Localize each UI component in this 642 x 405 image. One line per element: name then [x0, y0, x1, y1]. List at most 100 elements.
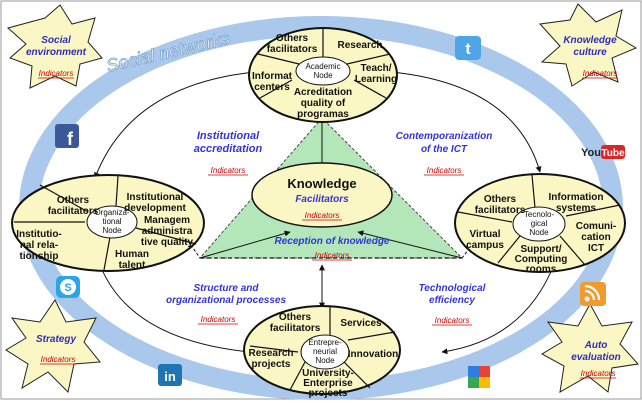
- twitter-glyph: t: [465, 41, 471, 58]
- node-sector-label: campus: [466, 240, 504, 251]
- youtube-tube: Tube: [601, 148, 625, 159]
- edge-label-line: Technological: [419, 283, 486, 294]
- node-sector-label: centers: [254, 82, 290, 93]
- corner-indicators: Indicators: [583, 69, 618, 78]
- technological-inner: [512, 206, 566, 242]
- corner-auto-evaluation: Auto evaluation Indicators: [540, 302, 639, 393]
- skype-glyph: S: [64, 282, 71, 294]
- edge-label-line: accreditation: [194, 143, 263, 155]
- arrow-left-reception: [199, 230, 291, 259]
- node-sector-label: facilitators: [270, 323, 321, 334]
- skype-icon: S: [56, 276, 80, 298]
- corner-label: Auto: [584, 340, 608, 351]
- edge-label-line: Structure and: [193, 283, 259, 294]
- sector-divider: [135, 227, 197, 245]
- rss-icon: [580, 282, 606, 306]
- node-center-label: Entrepre-: [308, 338, 342, 347]
- youtube-you: You: [581, 147, 601, 159]
- edge-label-technological: Technological efficiency Indicators: [419, 283, 486, 326]
- node-sector-label: Learning: [355, 74, 397, 85]
- organizational-inner: [86, 205, 138, 239]
- node-center-label: Node: [315, 356, 335, 365]
- edge-indicators: Indicators: [427, 166, 462, 175]
- node-sector-label: development: [124, 203, 186, 214]
- node-sector-label: talent: [119, 260, 146, 271]
- edge-indicators: Indicators: [201, 315, 236, 324]
- node-sector-label: projects: [309, 388, 348, 399]
- sector-divider: [353, 79, 387, 99]
- corner-label: culture: [573, 47, 607, 58]
- node-sector-label: Informat: [252, 71, 293, 82]
- edge-label-institutional: Institutional accreditation Indicators: [194, 130, 263, 176]
- node-center-label: Node: [102, 226, 122, 235]
- node-center-label: neurial: [313, 347, 337, 356]
- corner-indicators: Indicators: [39, 69, 74, 78]
- node-sector-label: Innovation: [348, 349, 399, 360]
- node-sector-label: tionship: [20, 251, 59, 262]
- sector-divider: [115, 175, 119, 207]
- arrow-right-reception: [357, 230, 463, 259]
- edge-label-line: Institutional: [197, 130, 260, 142]
- node-sector-label: Teach/: [361, 63, 392, 74]
- node-center-label: Node: [313, 71, 333, 80]
- sector-divider: [531, 174, 536, 209]
- edge-label-contemporanization: Contemporanization of the ICT Indicators: [396, 131, 493, 176]
- twitter-icon: t: [455, 36, 481, 60]
- sector-divider: [457, 211, 513, 223]
- node-center-label: Organiza-: [94, 208, 129, 217]
- sector-divider: [343, 361, 371, 389]
- node-center-label: Node: [529, 228, 549, 237]
- node-sector-label: Institutio-: [16, 229, 62, 240]
- academic-inner: [295, 56, 351, 86]
- arrow-academic-technological: [391, 71, 542, 173]
- technological-node: Tecnolo- gical Node Others facilitators …: [454, 173, 626, 275]
- node-sector-label: projects: [252, 359, 291, 370]
- edge-indicators: Indicators: [435, 316, 470, 325]
- node-sector-label: Services: [340, 318, 382, 329]
- reception-indicators: Indicators: [315, 251, 350, 260]
- node-sector-label: Virtual: [470, 229, 501, 240]
- node-connectors: [94, 71, 556, 355]
- node-center-label: tional: [102, 217, 121, 226]
- linkedin-icon: in: [158, 364, 182, 386]
- corner-indicators: Indicators: [581, 369, 616, 378]
- node-sector-label: ICT: [588, 243, 604, 254]
- node-center-label: Academic: [305, 62, 340, 71]
- node-sector-label: Computing: [515, 254, 568, 265]
- node-sector-label: cation: [581, 232, 610, 243]
- edge-label-line: Contemporanization: [396, 131, 493, 142]
- sector-divider: [249, 345, 299, 353]
- node-sector-label: tive quality: [141, 237, 194, 248]
- node-sector-label: facilitators: [475, 205, 526, 216]
- edge-label-line: of the ICT: [421, 144, 468, 155]
- node-sector-label: Institutional: [127, 192, 184, 203]
- node-sector-label: Comuni-: [576, 221, 617, 232]
- youtube-icon: You Tube: [581, 145, 625, 159]
- entrepreneurial-inner: [300, 334, 350, 370]
- node-sector-label: administra: [142, 226, 193, 237]
- corner-label: evaluation: [571, 352, 620, 363]
- academic-node: Academic Node Others facilitators Resear…: [248, 27, 398, 123]
- edge-label-line: organizational processes: [166, 295, 286, 306]
- node-sector-label: programas: [297, 109, 349, 120]
- node-sector-label: nal rela-: [20, 240, 58, 251]
- corner-knowledge-culture: Knowledge culture Indicators: [538, 3, 638, 87]
- reception-label: Reception of knowledge: [274, 236, 389, 247]
- node-sector-label: Information: [549, 192, 604, 203]
- node-sector-label: University-: [302, 368, 354, 379]
- node-sector-label: Human: [115, 249, 149, 260]
- star-shape: [540, 302, 639, 393]
- node-sector-label: facilitators: [48, 206, 99, 217]
- corner-label: Strategy: [36, 334, 76, 345]
- sector-divider: [103, 236, 111, 271]
- entrepreneurial-node: Entrepre- neurial Node Others facilitato…: [243, 305, 401, 399]
- arrow-entrepreneurial-organizational: [99, 264, 251, 353]
- linkedin-glyph: in: [164, 369, 176, 384]
- organizational-node: Organiza- tional Node Others facilitator…: [11, 174, 205, 272]
- knowledge-indicators: Indicators: [305, 211, 340, 220]
- corner-social-environment: Social environment Indicators: [6, 4, 103, 89]
- node-sector-label: Research: [337, 40, 382, 51]
- node-sector-label: Support/: [520, 244, 561, 255]
